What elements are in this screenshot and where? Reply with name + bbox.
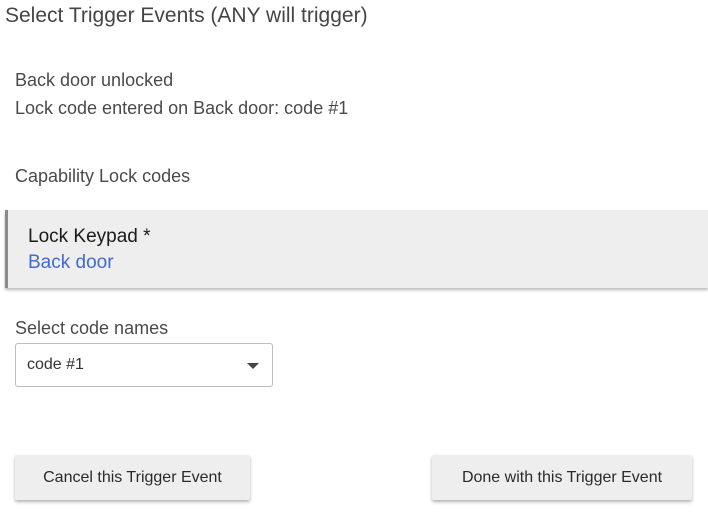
selected-event-2: Lock code entered on Back door: code #1 [15,98,349,118]
capability-label: Capability Lock codes [15,166,191,186]
done-trigger-event-button[interactable]: Done with this Trigger Event [432,455,692,500]
code-names-label: Select code names [15,318,169,338]
device-card-title: Lock Keypad * [28,226,151,247]
page-title: Select Trigger Events (ANY will trigger) [5,4,368,27]
lock-keypad-device-selector[interactable]: Lock Keypad * Back door [5,210,708,288]
code-names-select[interactable]: code #1 [15,343,273,387]
code-names-selected-value: code #1 [27,356,84,373]
cancel-trigger-event-button[interactable]: Cancel this Trigger Event [15,455,250,500]
device-card-selected-device[interactable]: Back door [28,252,114,273]
selected-event-1: Back door unlocked [15,70,174,90]
chevron-down-icon [247,363,259,369]
